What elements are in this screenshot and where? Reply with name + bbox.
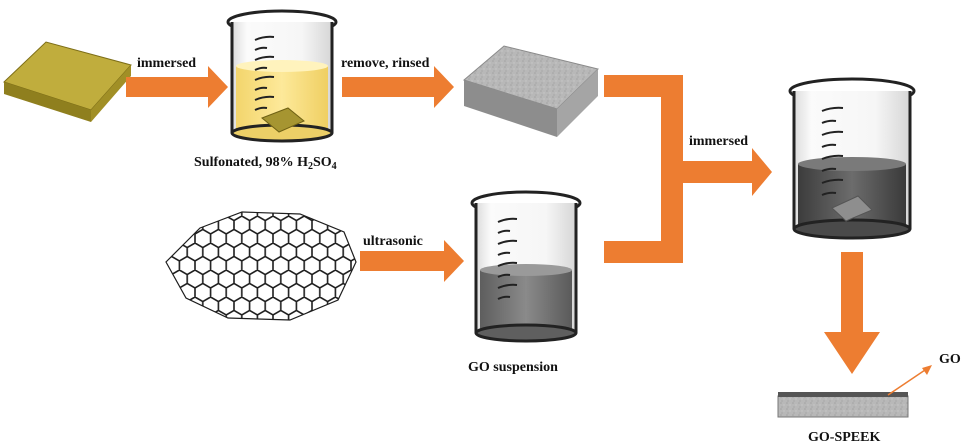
label-immersed-1: immersed — [137, 56, 196, 71]
peek-sheet — [3, 41, 132, 122]
arrow-down — [824, 252, 880, 374]
beaker-acid — [226, 9, 338, 143]
speek-sheet — [462, 45, 599, 137]
merge-connector — [604, 75, 683, 263]
beaker-graduations — [497, 217, 518, 300]
label-immersed-2: immersed — [689, 134, 748, 149]
arrow-immersed-2 — [672, 148, 772, 196]
label-remove-rinsed: remove, rinsed — [341, 56, 430, 71]
label-ultrasonic: ultrasonic — [363, 234, 423, 249]
graphene-oxide-sheet — [165, 211, 357, 321]
label-go-speek: GO-SPEEK — [808, 430, 880, 445]
label-go: GO — [939, 352, 961, 367]
label-go-suspension: GO suspension — [468, 360, 558, 375]
beaker-go-suspension — [470, 190, 582, 343]
go-pointer-head — [922, 365, 932, 375]
arrow-immersed-1 — [126, 66, 228, 108]
beaker-graduations — [254, 35, 275, 111]
go-liquid — [480, 270, 572, 332]
beaker-final — [788, 77, 916, 240]
beaker-graduations — [821, 106, 844, 196]
go-pointer — [887, 367, 929, 396]
sheet-in-acid — [261, 107, 305, 133]
sheet-in-go — [831, 195, 873, 222]
arrow-ultrasonic — [360, 240, 464, 282]
go-speek-membrane — [777, 392, 909, 418]
label-sulfonated: Sulfonated, 98% H2SO4 — [194, 155, 337, 172]
arrow-remove-rinsed — [342, 66, 454, 108]
